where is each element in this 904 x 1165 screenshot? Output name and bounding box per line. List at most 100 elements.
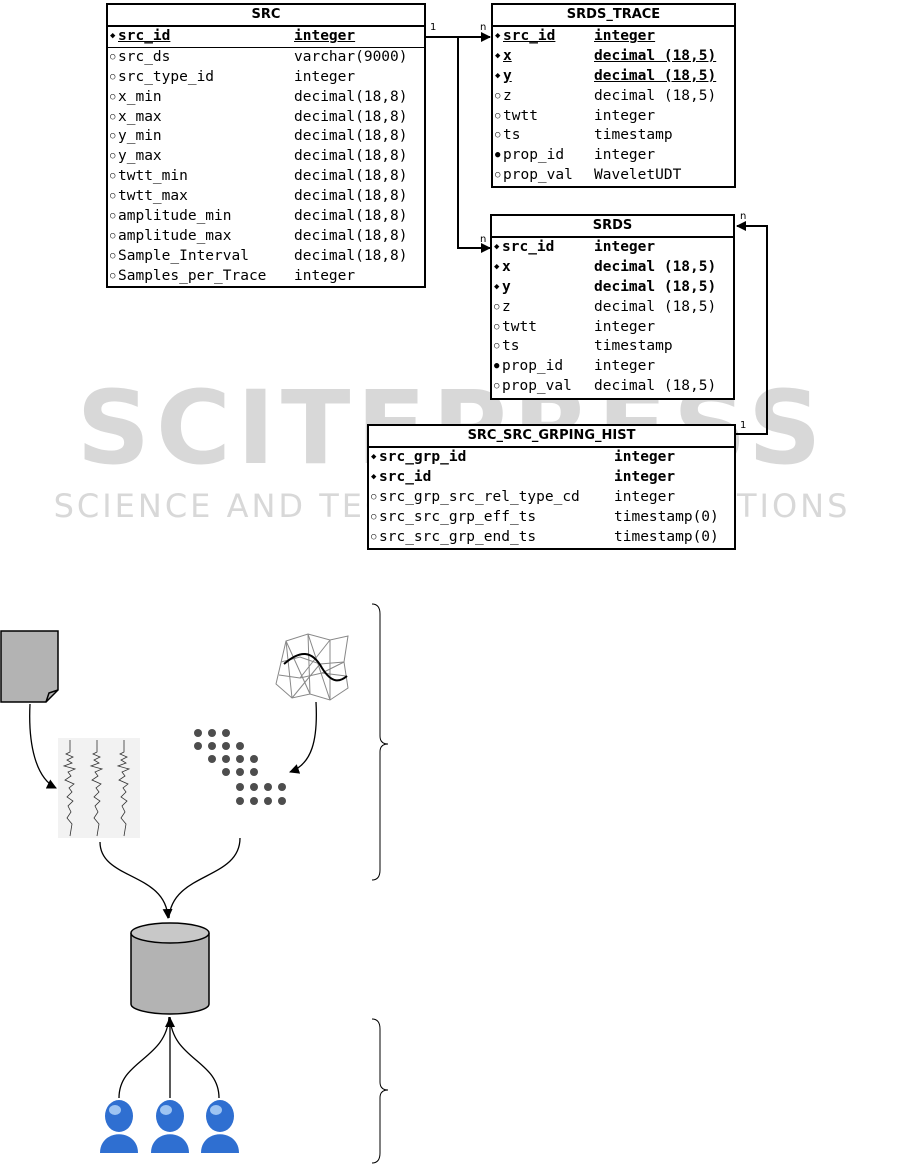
column-name: y xyxy=(502,278,511,295)
column-key-icon: ● xyxy=(495,150,501,161)
table-row: ◆y decimal (18,5) xyxy=(493,67,734,87)
grping-to-srds-connector xyxy=(736,221,768,435)
table-title: SRC_SRC_GRPING_HIST xyxy=(369,426,734,448)
column-type: decimal (18,5) xyxy=(594,298,717,315)
user-left-connector xyxy=(118,1016,170,1099)
table-row: ○x_max decimal(18,8) xyxy=(108,108,424,128)
table-title: SRDS_TRACE xyxy=(493,5,734,27)
column-type: decimal (18,5) xyxy=(594,378,717,395)
column-key-icon: ○ xyxy=(494,301,500,312)
column-key-icon: ◆ xyxy=(495,50,501,61)
column-name: prop_val xyxy=(503,167,573,184)
column-type: decimal(18,8) xyxy=(294,247,408,264)
traces-to-database-arrow xyxy=(99,841,173,919)
column-type: integer xyxy=(614,449,676,465)
column-key-icon: ○ xyxy=(110,111,116,122)
column-type: timestamp xyxy=(594,127,673,144)
column-name: Sample_Interval xyxy=(118,247,249,264)
table-row: ○z decimal (18,5) xyxy=(492,298,733,318)
points-to-database-arrow xyxy=(168,837,241,919)
column-key-icon: ○ xyxy=(110,171,116,182)
column-key-icon: ○ xyxy=(110,51,116,62)
column-name: src_src_grp_eff_ts xyxy=(379,508,537,525)
column-type: decimal(18,8) xyxy=(294,108,408,125)
column-name: src_src_grp_end_ts xyxy=(379,528,537,545)
column-key-icon: ○ xyxy=(371,491,377,502)
column-key-icon: ○ xyxy=(494,381,500,392)
column-type: WaveletUDT xyxy=(594,167,682,184)
column-key-icon: ◆ xyxy=(371,471,377,482)
column-type: integer xyxy=(294,28,356,44)
column-key-icon: ○ xyxy=(110,230,116,241)
column-name: y xyxy=(503,67,512,84)
ingest-brace xyxy=(371,603,389,881)
column-type: timestamp(0) xyxy=(614,528,719,545)
column-name: amplitude_min xyxy=(118,208,232,225)
column-type: decimal (18,5) xyxy=(594,67,717,84)
src-one-cardinality: 1 xyxy=(430,22,436,33)
column-key-icon: ○ xyxy=(110,211,116,222)
user-icon xyxy=(201,1100,239,1153)
table-row: ○src_src_grp_eff_ts timestamp(0) xyxy=(369,508,734,528)
column-key-icon: ○ xyxy=(494,321,500,332)
column-type: integer xyxy=(594,318,656,335)
column-type: decimal(18,8) xyxy=(294,208,408,225)
srds-many-cardinality: n xyxy=(480,234,486,245)
column-type: decimal(18,8) xyxy=(294,88,408,105)
column-type: decimal(18,8) xyxy=(294,188,408,205)
column-type: timestamp xyxy=(594,338,673,355)
column-name: z xyxy=(503,87,512,104)
column-name: x_max xyxy=(118,108,162,125)
user-right-connector xyxy=(169,1016,220,1099)
column-key-icon: ○ xyxy=(110,131,116,142)
column-type: decimal(18,8) xyxy=(294,227,408,244)
column-name: prop_id xyxy=(502,358,564,375)
user-icon xyxy=(151,1100,189,1153)
column-key-icon: ◆ xyxy=(495,70,501,81)
column-type: varchar(9000) xyxy=(294,48,408,65)
column-name: x xyxy=(502,258,511,275)
column-type: decimal(18,8) xyxy=(294,148,408,165)
table-row: ◆y decimal (18,5) xyxy=(492,278,733,298)
column-key-icon: ○ xyxy=(110,250,116,261)
src-to-srds-connector xyxy=(457,37,491,253)
table-row: ○amplitude_max decimal(18,8) xyxy=(108,227,424,247)
column-key-icon: ○ xyxy=(495,110,501,121)
table-row: ○Sample_Interval decimal(18,8) xyxy=(108,247,424,267)
column-name: amplitude_max xyxy=(118,227,232,244)
column-type: timestamp(0) xyxy=(614,508,719,525)
access-brace xyxy=(371,1018,389,1164)
column-name: prop_val xyxy=(502,378,572,395)
column-key-icon: ○ xyxy=(371,511,377,522)
column-name: z xyxy=(502,298,511,315)
column-name: ts xyxy=(503,127,521,144)
column-key-icon: ◆ xyxy=(494,281,500,292)
column-name: src_grp_id xyxy=(379,449,467,465)
column-name: twtt_max xyxy=(118,188,188,205)
column-type: decimal (18,5) xyxy=(594,278,717,295)
grping-one-cardinality: 1 xyxy=(740,420,746,431)
column-type: integer xyxy=(614,468,676,485)
column-key-icon: ○ xyxy=(110,191,116,202)
column-key-icon: ◆ xyxy=(495,31,501,41)
column-key-icon: ◆ xyxy=(371,452,377,462)
